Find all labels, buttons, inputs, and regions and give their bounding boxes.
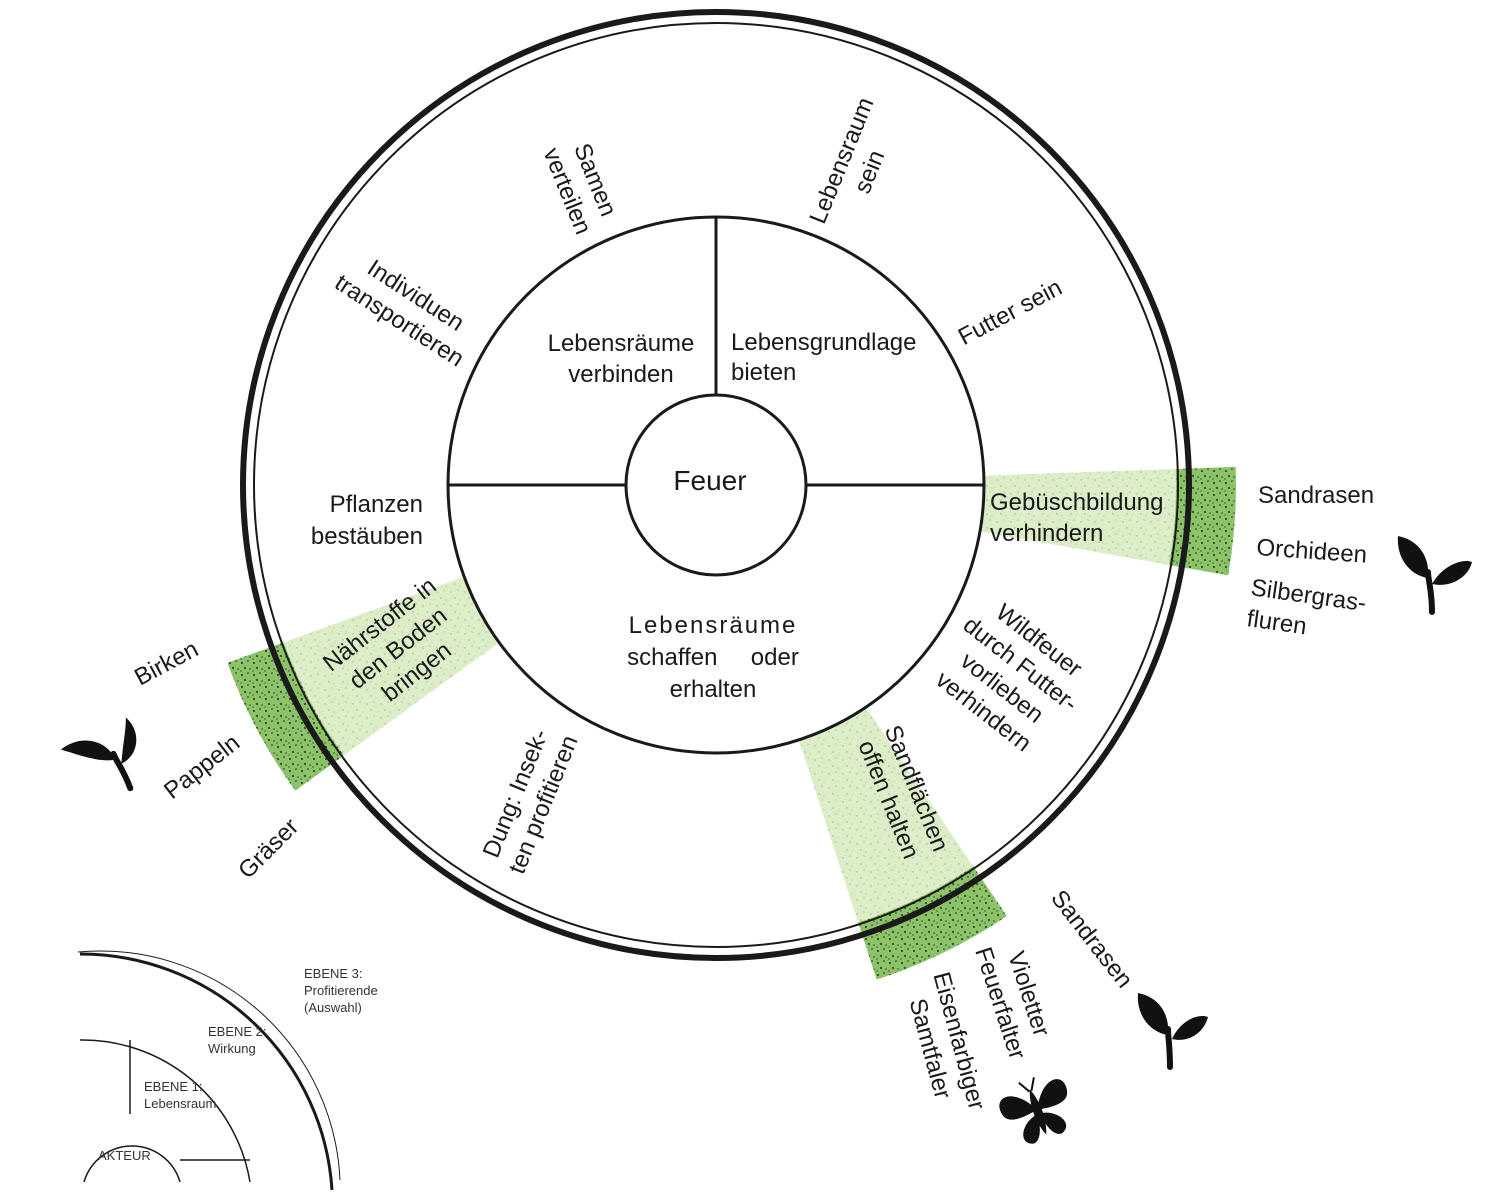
level2-gebuesch-line: verhindern (990, 520, 1103, 547)
level2-pflanzen-line: bestäuben (311, 523, 423, 550)
level1-top-left-line: verbinden (568, 361, 673, 388)
butterfly-icon (999, 1077, 1068, 1144)
level1-top-left-line: Lebensräume (548, 330, 695, 357)
level2-individuen: Individuen transportieren (330, 255, 469, 373)
legend-ebene3-line: Profitierende (304, 983, 378, 998)
sector-naehrstoffe-band (227, 642, 344, 791)
level2-pflanzen-line: Pflanzen (330, 491, 423, 518)
legend-ebene1-line: Lebensraum (144, 1096, 216, 1111)
sector-gebuesch-band (1169, 466, 1236, 576)
level3-left-item: Pappeln (159, 729, 245, 805)
center-label: Feuer (673, 465, 746, 496)
sector-naehrstoffe-light (283, 576, 500, 756)
highlight-sectors (227, 466, 1236, 980)
level1-top-right-line: bieten (731, 359, 796, 386)
legend-akteur: AKTEUR (98, 1148, 151, 1163)
outer-ring-thin (253, 22, 1179, 948)
level2-futter-sein: Futter sein (954, 274, 1067, 351)
level1-bottom-line: schaffen oder (627, 644, 799, 671)
sector-sandflaechen-light (798, 707, 974, 923)
legend-ebene3-line: (Auswahl) (304, 1000, 362, 1015)
plant-icon (60, 717, 137, 792)
level3-right-item: fluren (1245, 605, 1308, 640)
plant-icon (1137, 993, 1208, 1070)
level3-right-item: Orchideen (1256, 534, 1368, 569)
level2-samen-verteilen: Samen verteilen (538, 140, 622, 239)
level3-left-item: Gräser (233, 813, 304, 884)
level1-top-right-line: Lebensgrundlage (731, 329, 917, 356)
legend-ebene3-line: EBENE 3: (304, 966, 363, 981)
legend: EBENE 3: Profitierende (Auswahl) EBENE 2… (77, 950, 378, 1191)
legend-ebene2-line: Wirkung (208, 1041, 256, 1056)
legend-ebene2-line: EBENE 2: (208, 1024, 267, 1039)
plant-icon (1397, 536, 1472, 615)
level3-bottom-sandrasen: Sandrasen (1045, 885, 1138, 993)
level1-top-left: Lebensräume verbinden (548, 330, 695, 388)
legend-ebene1-line: EBENE 1: (144, 1079, 203, 1094)
level3-bottom-eisen: Eisenfarbiger Samtfaler (904, 969, 991, 1113)
level2-wildfeuer: Wildfeuer durch Futter- vorlieben verhin… (930, 599, 1087, 757)
level2-gebuesch-line: Gebüschbildung (990, 489, 1163, 516)
outer-ring-thick (240, 9, 1192, 961)
level2-dung: Dung: Insek- ten profitieren (478, 725, 584, 877)
level3-bottom-violetter: Violetter Feuerfalter (969, 944, 1055, 1063)
level2-lebensraum-sein: Lebensraum sein (804, 94, 890, 228)
level3-left-item: Birken (130, 636, 203, 692)
level1-bottom-line: erhalten (670, 676, 757, 703)
level3-right-item: Sandrasen (1258, 482, 1374, 509)
level1-bottom-line: Lebensräume (629, 612, 798, 639)
sector-gebuesch-light (979, 468, 1176, 565)
level2-label-line: Futter sein (954, 274, 1067, 351)
sector-sandflaechen-band (858, 866, 1007, 980)
